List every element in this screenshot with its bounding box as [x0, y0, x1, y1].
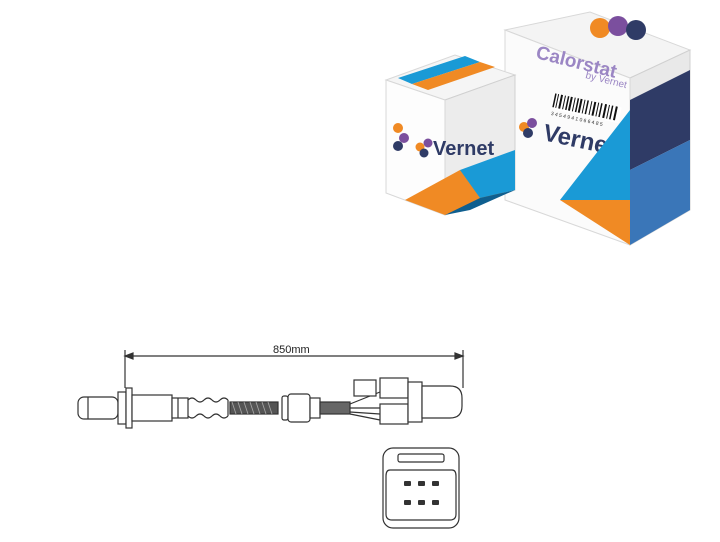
connector-side-view: [353, 377, 463, 425]
blue-triangle-large: [560, 110, 630, 200]
packaging-group: Calorstat by Vernet 3 4 5 4 9 4 1 0: [384, 11, 692, 246]
cable-grommet: [281, 393, 321, 423]
corrugated-sleeve: [187, 397, 229, 419]
blue-triangle-side: [630, 140, 690, 245]
dimension-line: [123, 350, 465, 388]
sensor-drawing: 850mm: [77, 344, 465, 529]
vernet-brand-small: Vernet: [433, 138, 494, 160]
blue-triangle-small: [460, 150, 515, 198]
connector-front-view: [382, 447, 460, 529]
sensor-tip: [77, 387, 189, 429]
large-box: Calorstat by Vernet 3 4 5 4 9 4 1 0: [503, 11, 692, 246]
small-box-side-logo: [393, 123, 409, 151]
calorstat-puzzle-logo: [590, 16, 646, 40]
vernet-logo-small: [415, 138, 433, 158]
vernet-logo-large: [519, 118, 537, 138]
connector-pins: [404, 481, 439, 505]
navy-triangle-large: [630, 70, 690, 170]
small-box: Vernet: [384, 54, 517, 216]
dark-triangle-small: [445, 190, 515, 215]
braided-cable: [229, 401, 279, 415]
dimension-label: 850mm: [273, 344, 310, 356]
